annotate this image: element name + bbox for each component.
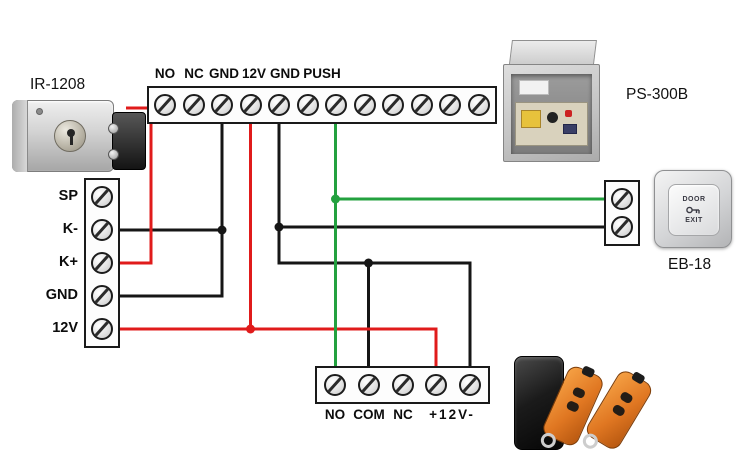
screw-terminal bbox=[459, 374, 481, 396]
screw-terminal bbox=[611, 188, 633, 210]
screw-terminal bbox=[91, 318, 113, 340]
lock-terminal-strip bbox=[84, 178, 120, 348]
junction-dot bbox=[274, 222, 284, 232]
terminal-label: PUSH bbox=[303, 66, 341, 81]
screw-terminal bbox=[410, 94, 433, 116]
screw-terminal bbox=[296, 94, 319, 116]
screw-terminal bbox=[268, 94, 291, 116]
psu-led bbox=[565, 110, 572, 117]
screw-terminal bbox=[239, 94, 262, 116]
screw-terminal bbox=[467, 94, 490, 116]
psu-transformer bbox=[521, 110, 541, 128]
screw-terminal bbox=[382, 94, 405, 116]
junction-dot bbox=[246, 324, 255, 334]
terminal-label: K- bbox=[62, 221, 78, 237]
psu-component bbox=[563, 124, 577, 134]
wire-gnd-to-left-strip bbox=[119, 122, 224, 298]
terminal-label: NO bbox=[154, 66, 176, 81]
terminal-label: NC bbox=[393, 407, 413, 422]
screw-terminal bbox=[324, 374, 346, 396]
junction-dot bbox=[331, 194, 340, 204]
junction-dot bbox=[217, 225, 227, 235]
terminal-label: GND bbox=[209, 66, 239, 81]
lock-screw-hole bbox=[36, 108, 43, 115]
lock-roller bbox=[108, 149, 119, 160]
psu-sticker bbox=[519, 80, 549, 95]
exit-button-terminal-strip bbox=[604, 180, 640, 246]
terminal-label: GND bbox=[270, 66, 300, 81]
exit-button-face: DOOR EXIT bbox=[668, 184, 720, 236]
screw-terminal bbox=[353, 94, 376, 116]
top-terminal-strip bbox=[147, 86, 497, 124]
screw-terminal bbox=[439, 94, 462, 116]
wire-gnd-to-relay-minus bbox=[277, 122, 472, 368]
screw-terminal bbox=[91, 285, 113, 307]
relay-terminal-strip bbox=[315, 366, 490, 404]
screw-terminal bbox=[325, 94, 348, 116]
terminal-label: NO bbox=[324, 407, 346, 422]
screw-terminal bbox=[154, 94, 176, 116]
terminal-label: COM bbox=[353, 407, 385, 422]
electric-lock-illustration bbox=[12, 94, 152, 178]
key-icon bbox=[686, 206, 700, 214]
screw-terminal bbox=[91, 219, 113, 241]
lock-label: IR-1208 bbox=[30, 76, 86, 93]
keyhole-slot bbox=[70, 135, 73, 145]
terminal-label: 12V bbox=[241, 66, 267, 81]
screw-terminal bbox=[391, 374, 414, 396]
exit-button-door-text: DOOR bbox=[682, 196, 706, 203]
screw-terminal bbox=[425, 374, 448, 396]
junction-dot bbox=[364, 258, 373, 268]
exit-button-illustration: DOOR EXIT bbox=[654, 170, 732, 248]
keyhole-icon bbox=[67, 129, 75, 137]
screw-terminal bbox=[357, 374, 380, 396]
lock-sensor-block bbox=[108, 112, 146, 170]
screw-terminal bbox=[211, 94, 234, 116]
terminal-label: 12V bbox=[52, 320, 78, 336]
terminal-label: +12V- bbox=[429, 407, 475, 422]
terminal-label: NC bbox=[184, 66, 204, 81]
psu-capacitor bbox=[547, 112, 558, 123]
terminal-label: GND bbox=[45, 287, 78, 303]
terminal-label: SP bbox=[58, 188, 78, 204]
terminal-label: K+ bbox=[59, 254, 78, 270]
screw-terminal bbox=[611, 216, 633, 238]
lock-edge-plate bbox=[12, 100, 28, 172]
psu-label: PS-300B bbox=[626, 86, 689, 103]
lock-roller bbox=[108, 123, 119, 134]
exit-button-exit-text: EXIT bbox=[685, 217, 703, 224]
screw-terminal bbox=[91, 252, 113, 274]
screw-terminal bbox=[91, 186, 113, 208]
wire-lock-k-plus bbox=[119, 106, 153, 265]
exit-button-label: EB-18 bbox=[668, 256, 712, 273]
power-supply-illustration bbox=[503, 40, 603, 164]
screw-terminal bbox=[182, 94, 205, 116]
lock-cylinder bbox=[54, 120, 86, 152]
wire-12v-bus bbox=[119, 327, 438, 368]
